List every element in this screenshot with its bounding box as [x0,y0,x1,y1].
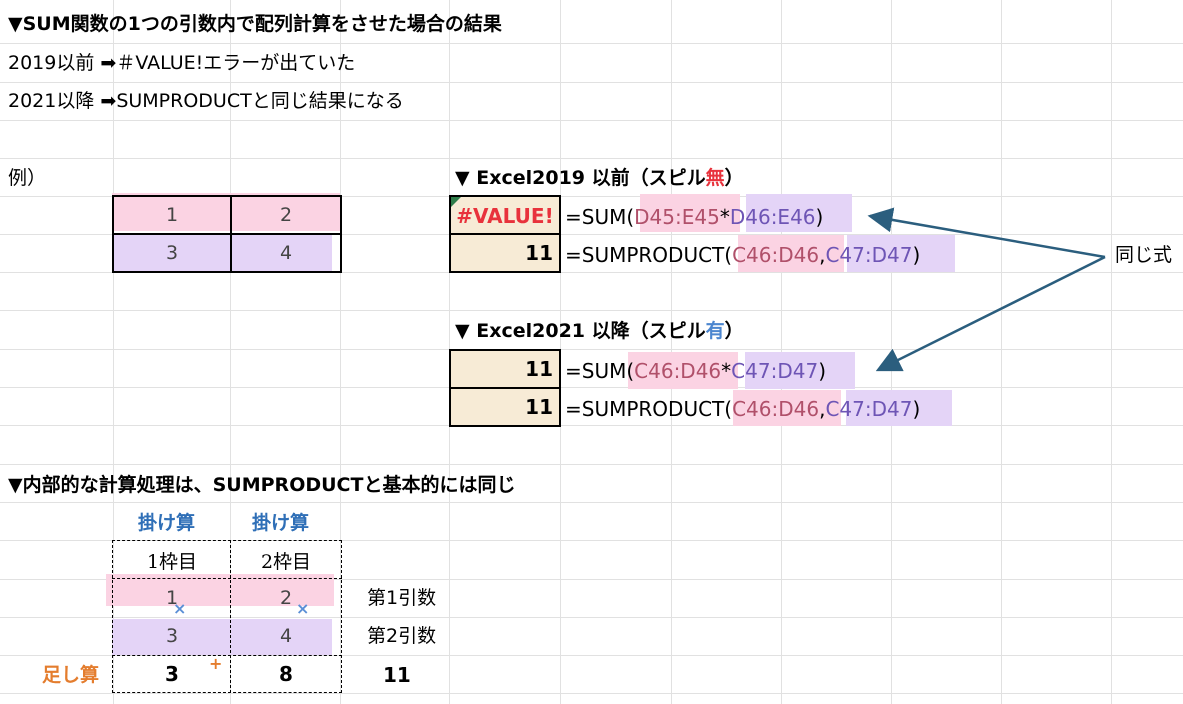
example-cell[interactable]: 3 [165,242,179,264]
multiply-cross-icon: × [296,599,310,618]
excel2019-sum-formula: =SUM(D45:E45*D46:E46) [565,205,824,229]
arg-label: 第2引数 [367,625,437,647]
line-2021: 2021以降 ➡SUMPRODUCTと同じ結果になる [8,90,404,112]
arrow-to-2019-formula [867,207,1106,259]
sum-cell[interactable]: 3 [165,662,179,686]
calc-cell[interactable]: 2 [279,587,293,609]
excel2019-heading: ▼ Excel2019 以前（スピル無） [455,167,744,189]
sumproduct-result-cell[interactable]: 11 [451,389,559,425]
error-indicator-icon [451,197,461,207]
sum-result-cell[interactable]: 11 [451,351,559,387]
example-label: 例） [8,167,47,189]
frame-label: 1枠目 [146,550,198,573]
plus-icon: + [209,654,223,673]
multiply-cross-icon: × [173,599,187,618]
multiply-label: 掛け算 [252,512,310,534]
sheet-title: ▼SUM関数の1つの引数内で配列計算をさせた場合の結果 [8,13,502,35]
example-cell[interactable]: 2 [279,204,293,226]
arg-label: 第1引数 [367,587,437,609]
calc-cell[interactable]: 3 [165,625,179,647]
example-cell[interactable]: 4 [279,242,293,264]
line-2019: 2019以前 ➡＃VALUE!エラーが出ていた [8,52,356,74]
same-formula-label: 同じ式 [1115,244,1173,266]
sum-label: 足し算 [42,664,100,686]
example-cell[interactable]: 1 [165,204,179,226]
sum-cell[interactable]: 8 [279,662,293,686]
example-row1-highlight [112,193,340,231]
section2-title: ▼内部的な計算処理は、SUMPRODUCTと基本的には同じ [8,474,516,496]
arrow-to-2021-formula [875,255,1106,372]
excel2021-sum-formula: =SUM(C46:D46*C47:D47) [565,359,826,383]
value-error-cell[interactable]: #VALUE! [451,197,559,234]
example-row2-highlight [112,235,332,272]
calc-cell[interactable]: 1 [165,587,179,609]
excel2021-sumproduct-formula: =SUMPRODUCT(C46:D46,C47:D47) [565,397,921,421]
excel2021-heading: ▼ Excel2021 以降（スピル有） [455,320,744,342]
sumproduct-result-cell[interactable]: 11 [451,235,559,271]
frame-label: 2枠目 [260,550,312,573]
total-value: 11 [383,663,411,687]
calc-cell[interactable]: 4 [279,625,293,647]
excel2019-sumproduct-formula: =SUMPRODUCT(C46:D46,C47:D47) [565,243,921,267]
multiply-label: 掛け算 [138,512,196,534]
calc-grid [112,540,342,693]
